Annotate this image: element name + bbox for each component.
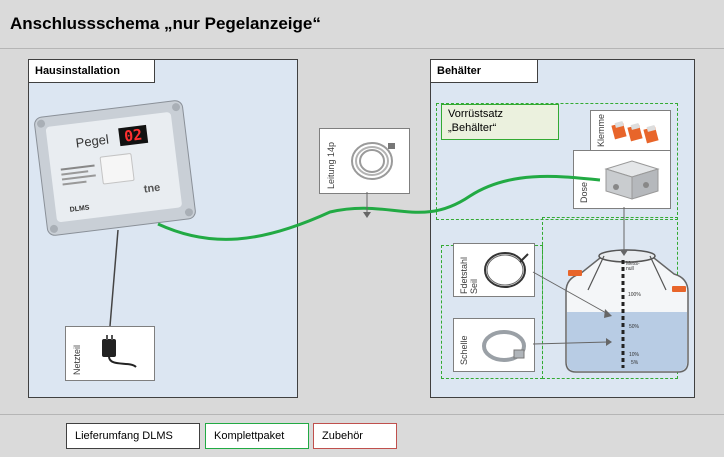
card-leitung: Leitung 14p [319, 128, 410, 194]
kit-label-line1: Vorrüstsatz [448, 108, 504, 120]
label-klemme: Klemme [596, 113, 606, 147]
tank-mark-5: 5% [631, 360, 639, 366]
title-bar: Anschlussschema „nur Pegelanzeige“ [0, 0, 724, 49]
arrow-down-icon [363, 212, 371, 218]
legend-zubehoer: Zubehör [313, 423, 397, 449]
card-dose: Dose [573, 150, 671, 209]
card-netzteil: Netzteil [65, 326, 155, 381]
legend-dlms: Lieferumfang DLMS [66, 423, 200, 449]
terminal-clamp-icon [611, 121, 659, 144]
cable-coil-icon [351, 142, 395, 180]
tank-mark-10: 10% [629, 352, 640, 358]
device-display: 02 [118, 124, 149, 147]
kit-label-line2: „Behälter“ [448, 122, 497, 134]
card-klemme: Klemme [590, 110, 671, 152]
label-netzteil: Netzteil [72, 344, 82, 375]
label-leitung: Leitung 14p [326, 141, 336, 189]
card-schelle: Schelle [453, 318, 535, 372]
tank-mark-50: 50% [629, 324, 640, 330]
screw-icon [36, 119, 46, 129]
hose-clamp-icon [482, 330, 526, 362]
label-seil: Fdetstahl Seil [459, 256, 479, 294]
page-title: Anschlussschema „nur Pegelanzeige“ [10, 14, 321, 33]
card-seil: Fdetstahl Seil [453, 243, 535, 297]
label-dose: Dose [579, 181, 589, 203]
legend-komplett: Komplettpaket [205, 423, 309, 449]
panel-label-hausinstallation: Hausinstallation [28, 59, 155, 83]
power-adapter-icon [102, 335, 137, 368]
screw-icon [171, 102, 181, 112]
steel-rope-icon [484, 252, 529, 288]
device-button [99, 152, 135, 185]
screw-icon [184, 207, 194, 217]
tank-mark-100: 100% [628, 292, 641, 298]
label-schelle: Schelle [459, 335, 469, 365]
dlms-device: Pegel 02 tne DLMS [33, 99, 197, 237]
device-text-block [60, 162, 98, 202]
screw-icon [49, 224, 59, 234]
device-brand: tne [143, 181, 161, 196]
tank-mark-messnull: Mess- null [626, 261, 640, 272]
junction-box-icon [604, 160, 660, 200]
kit-label: Vorrüstsatz „Behälter“ [441, 104, 559, 140]
panel-label-behaelter: Behälter [430, 59, 538, 83]
